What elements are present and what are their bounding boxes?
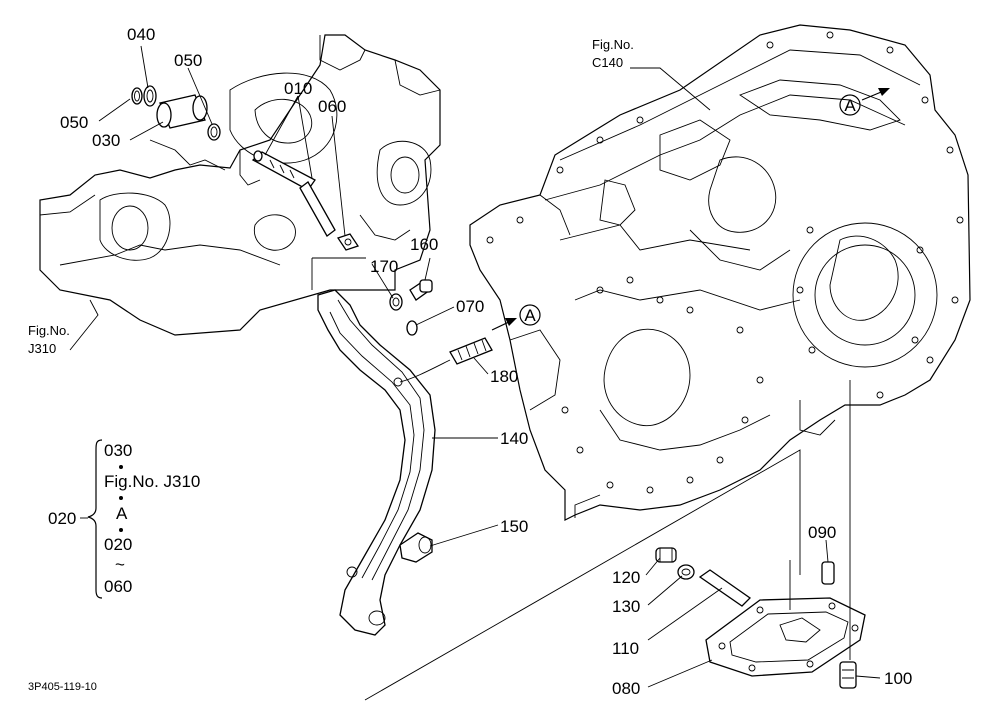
callouts: 040 050 050 030 010 060 160 170 070 180 …: [60, 25, 912, 698]
legend-line-tilde: ~: [115, 555, 125, 574]
reference-c140-line1: Fig.No.: [592, 37, 634, 52]
callout-170[interactable]: 170: [370, 257, 398, 276]
legend-line-020: 020: [104, 535, 132, 554]
legend-line-a: A: [116, 504, 128, 523]
callout-040[interactable]: 040: [127, 25, 155, 44]
leader-lines: [69, 45, 881, 688]
housing-c140: [469, 24, 971, 521]
knob-part-150[interactable]: [399, 532, 433, 563]
housing-bolt-holes: [486, 31, 964, 494]
callout-120[interactable]: 120: [612, 568, 640, 587]
arrow-a-right: A: [839, 88, 890, 116]
legend-label-020[interactable]: 020: [48, 509, 76, 528]
assembly-lines: [311, 257, 851, 701]
callout-090[interactable]: 090: [808, 523, 836, 542]
reference-j310-line1: Fig.No.: [28, 323, 70, 338]
callout-180[interactable]: 180: [490, 367, 518, 386]
callout-140[interactable]: 140: [500, 429, 528, 448]
drawing-code: 3P405-119-10: [28, 681, 97, 693]
plug-part-120[interactable]: [655, 547, 677, 563]
callout-110[interactable]: 110: [612, 639, 639, 658]
reference-c140-line2: C140: [592, 55, 623, 70]
bolt-part-160[interactable]: [409, 279, 433, 301]
callout-150[interactable]: 150: [500, 517, 528, 536]
reference-j310[interactable]: Fig.No. J310: [28, 323, 70, 356]
legend-line-j310: Fig.No. J310: [104, 472, 200, 491]
nut-part-060[interactable]: [336, 233, 360, 251]
legend-line-030: 030: [104, 441, 132, 460]
callout-130[interactable]: 130: [612, 597, 640, 616]
bolt-part-100[interactable]: [839, 661, 857, 689]
washer-part-070[interactable]: [406, 320, 418, 336]
callout-100[interactable]: 100: [884, 669, 912, 688]
callout-050-right[interactable]: 050: [174, 51, 202, 70]
reference-j310-line2: J310: [28, 341, 56, 356]
legend-line-060: 060: [104, 577, 132, 596]
pin-part-110[interactable]: [698, 569, 752, 607]
arrow-a-left: A: [491, 304, 541, 331]
callout-030[interactable]: 030: [92, 131, 120, 150]
callout-070[interactable]: 070: [456, 297, 484, 316]
shift-lever-part-140[interactable]: [317, 289, 436, 636]
spring-part-180[interactable]: [399, 337, 493, 383]
oring-part-040[interactable]: [143, 85, 157, 107]
legend-dot-1: [119, 465, 123, 469]
arrow-a-left-label: A: [524, 306, 536, 325]
legend-dot-2: [119, 496, 123, 500]
arrow-a-right-label: A: [844, 96, 856, 115]
snap-ring-part-050-left[interactable]: [131, 87, 143, 105]
callout-160[interactable]: 160: [410, 235, 438, 254]
legend-dot-3: [119, 528, 123, 532]
shift-shaft-part-010[interactable]: [251, 150, 336, 237]
reference-c140[interactable]: Fig.No. C140: [592, 37, 634, 70]
callout-010[interactable]: 010: [284, 79, 312, 98]
callout-080[interactable]: 080: [612, 679, 640, 698]
cover-part-080[interactable]: [705, 597, 866, 677]
pin-part-090[interactable]: [821, 561, 835, 585]
callout-050-left[interactable]: 050: [60, 113, 88, 132]
housing-j310: [39, 34, 441, 336]
assembly-legend-020: 020 030 Fig.No. J310 A 020 ~ 060: [48, 439, 200, 599]
oring-part-130[interactable]: [677, 564, 695, 580]
callout-060[interactable]: 060: [318, 97, 346, 116]
sleeve-part-030[interactable]: [156, 94, 208, 129]
snap-ring-part-050-right[interactable]: [207, 123, 221, 141]
